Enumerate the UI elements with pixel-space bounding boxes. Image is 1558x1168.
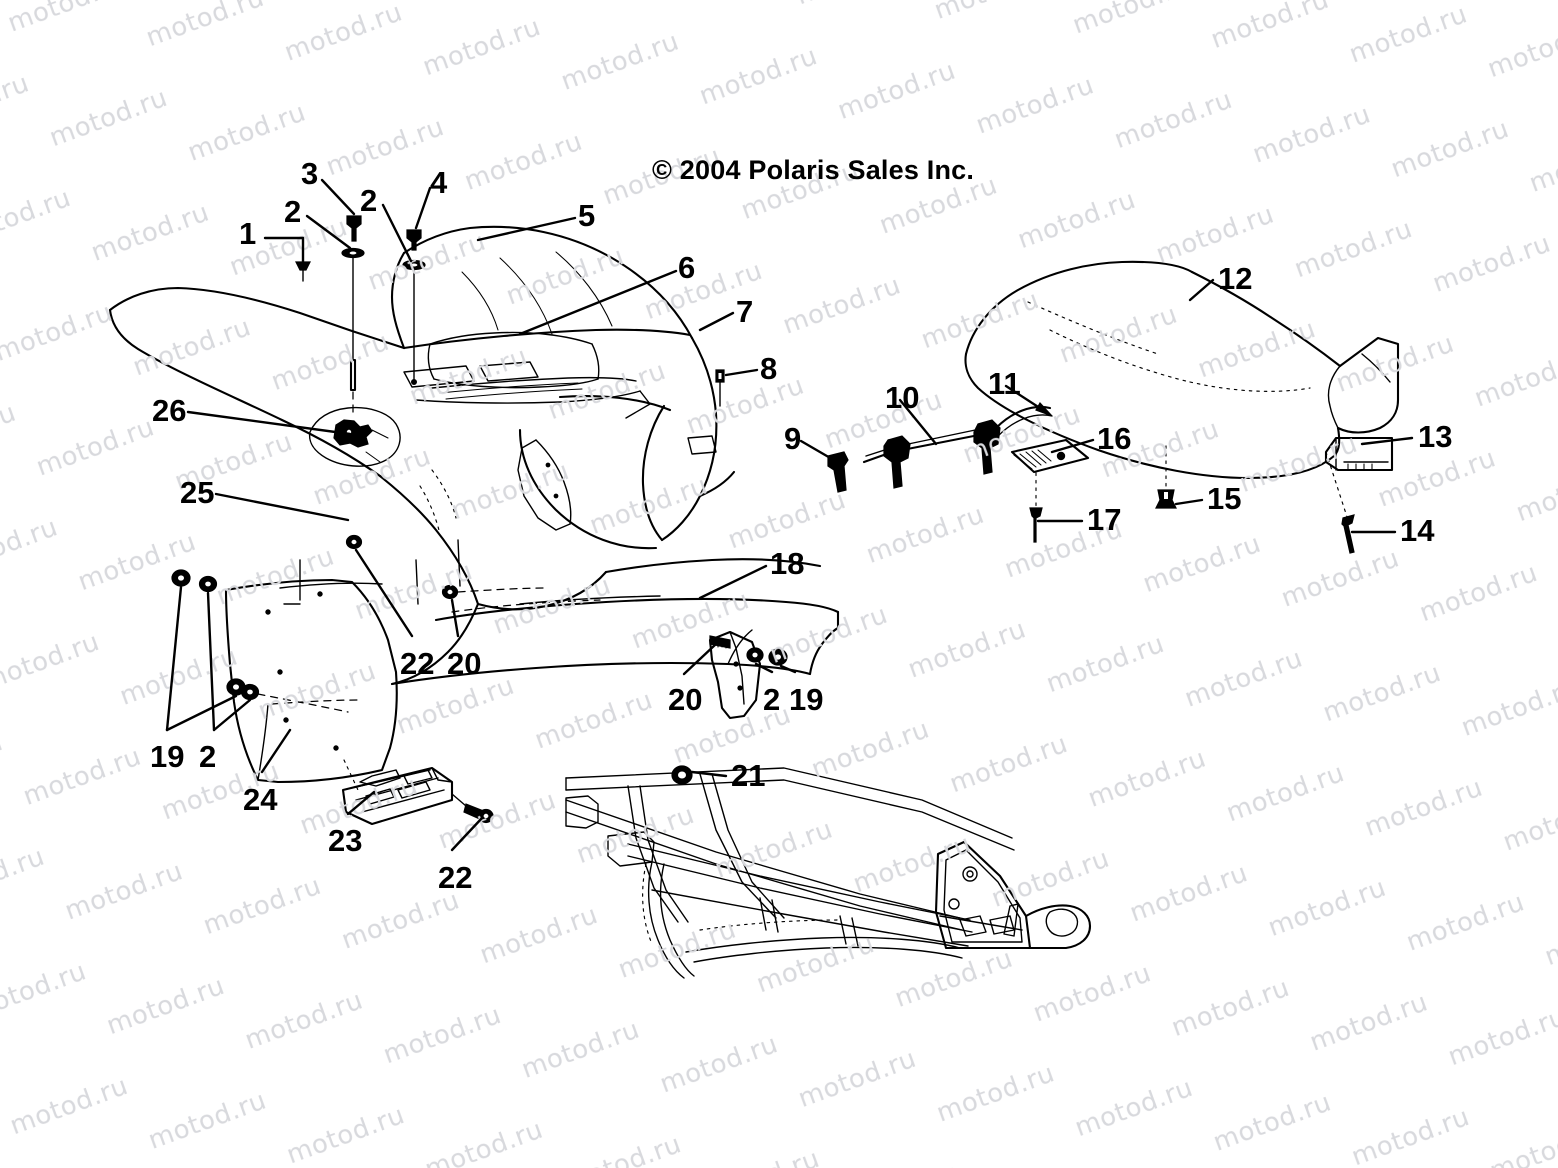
leader-11-arrowhead <box>1035 401 1053 417</box>
leader-19b-branch <box>165 694 238 732</box>
leader-13 <box>1360 436 1414 446</box>
callout-number-15: 15 <box>1207 481 1242 516</box>
leader-4 <box>414 186 432 230</box>
leader-2c <box>754 662 774 674</box>
leader-6 <box>518 269 678 336</box>
callout-number-26: 26 <box>152 393 187 428</box>
callout-number-22a: 22 <box>400 646 435 681</box>
leader-21 <box>690 770 728 778</box>
callout-number-22b: 22 <box>438 860 473 895</box>
callout-number-10: 10 <box>885 380 920 415</box>
callout-number-17: 17 <box>1087 502 1122 537</box>
leader-16 <box>1050 438 1095 454</box>
leader-26 <box>186 410 352 436</box>
callout-number-24: 24 <box>243 782 278 817</box>
leader-12 <box>1188 278 1215 302</box>
callout-number-19b: 19 <box>150 739 185 774</box>
leader-3 <box>320 178 356 216</box>
callout-number-11: 11 <box>988 366 1021 401</box>
callout-number-2b: 2 <box>360 183 378 218</box>
callout-number-21: 21 <box>731 758 766 793</box>
callout-number-16: 16 <box>1097 421 1132 456</box>
callout-number-2d: 2 <box>199 739 217 774</box>
leader-7 <box>698 311 735 332</box>
callout-number-20b: 20 <box>447 646 482 681</box>
callout-number-6: 6 <box>678 250 696 285</box>
leader-15 <box>1174 498 1204 506</box>
copyright-notice: © 2004 Polaris Sales Inc. <box>652 155 975 185</box>
leader-20a <box>682 642 718 676</box>
callout-number-5: 5 <box>578 198 596 233</box>
leader-5 <box>476 216 577 242</box>
leader-22b <box>450 816 484 852</box>
callout-number-12: 12 <box>1218 261 1253 296</box>
leader-9 <box>799 439 834 461</box>
leader-23 <box>346 790 376 816</box>
callout-number-23: 23 <box>328 823 363 858</box>
leader-8 <box>724 368 759 377</box>
leader-2a <box>305 214 352 250</box>
leader-19a <box>779 664 797 674</box>
callout-number-14: 14 <box>1400 513 1435 548</box>
leader-25 <box>214 492 350 522</box>
leader-1 <box>263 236 305 264</box>
leader-19b <box>165 585 183 732</box>
callout-number-9: 9 <box>784 421 802 456</box>
leader-22a <box>354 548 414 638</box>
callout-number-8: 8 <box>760 351 778 386</box>
leader-2b <box>381 203 413 263</box>
leader-18 <box>698 564 768 600</box>
callout-number-3: 3 <box>301 156 319 191</box>
callout-number-1: 1 <box>239 216 257 251</box>
callout-number-4: 4 <box>430 165 448 200</box>
callout-number-20a: 20 <box>668 682 703 717</box>
leader-24 <box>260 728 292 774</box>
leader-20b <box>450 598 460 638</box>
callout-number-25: 25 <box>180 475 215 510</box>
callout-number-7: 7 <box>736 294 754 329</box>
callout-number-18: 18 <box>770 546 805 581</box>
callout-number-19a: 19 <box>789 682 824 717</box>
callout-number-2c: 2 <box>763 682 781 717</box>
callout-number-2a: 2 <box>284 194 302 229</box>
callout-number-13: 13 <box>1418 419 1453 454</box>
